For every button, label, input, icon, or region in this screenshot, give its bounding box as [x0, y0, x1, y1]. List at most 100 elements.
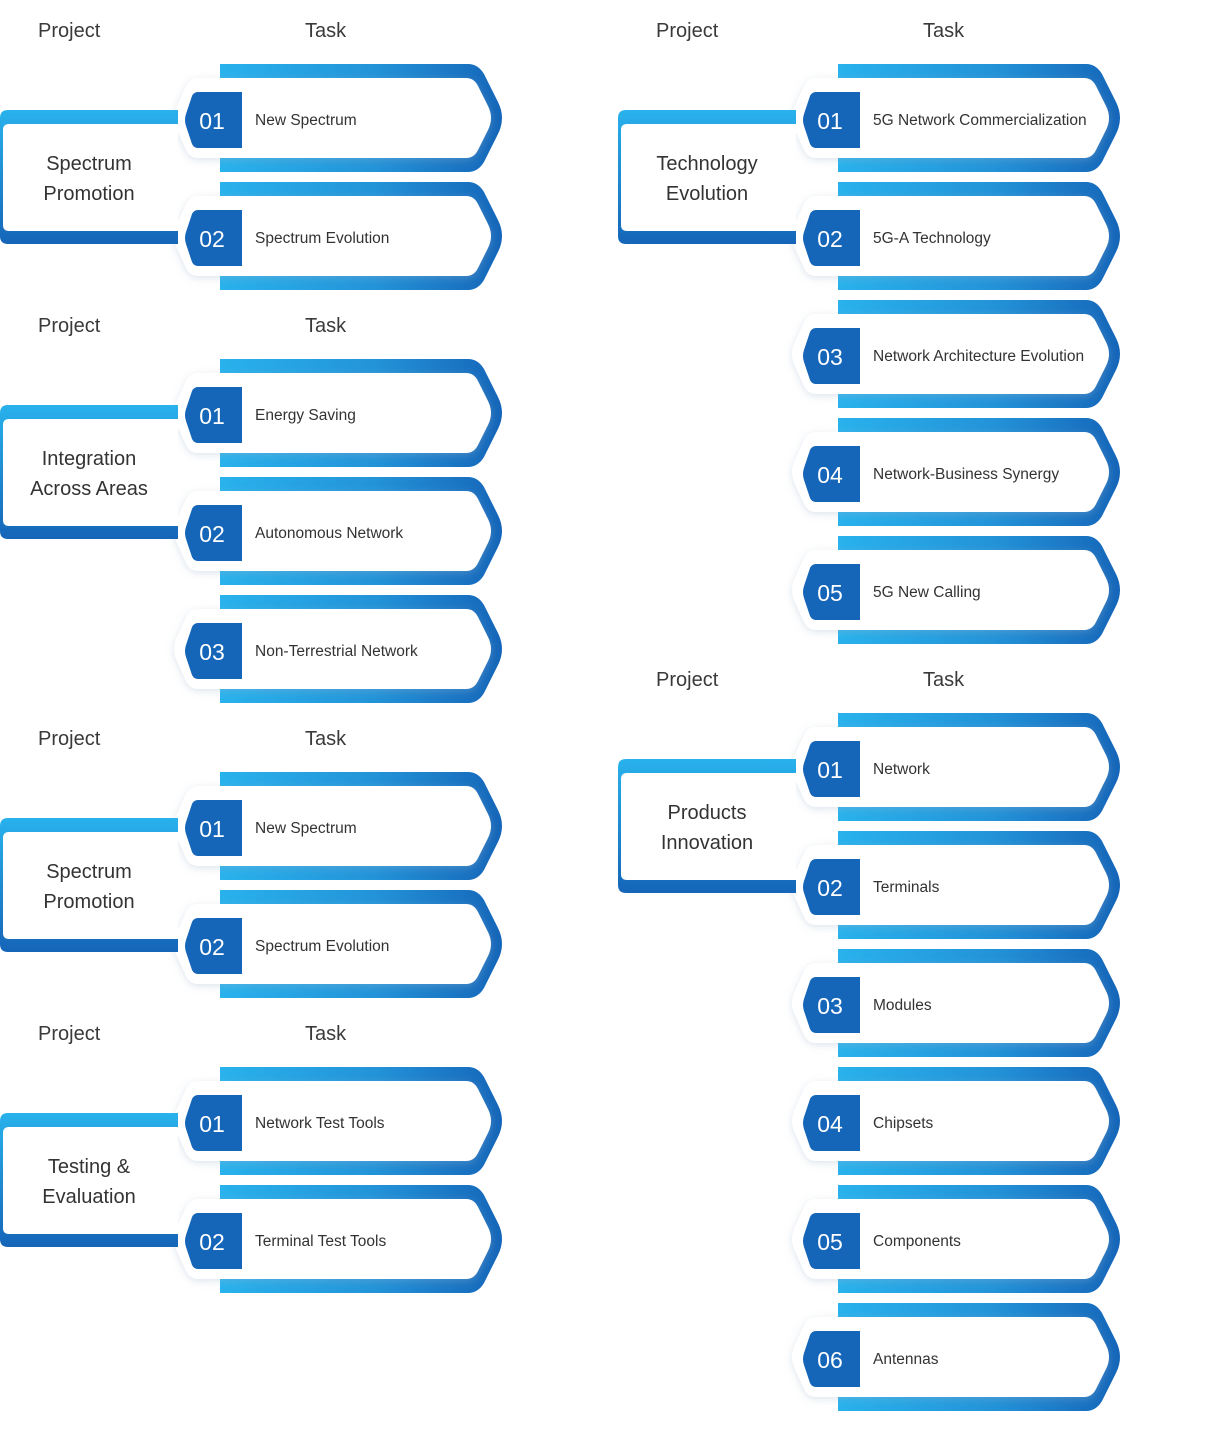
task-label: Spectrum Evolution [255, 938, 390, 955]
task-item-frame [792, 1303, 1120, 1411]
task-item-frame [792, 536, 1120, 644]
task-label: Modules [873, 997, 932, 1014]
task-label: Antennas [873, 1351, 939, 1368]
task-item-frame [792, 182, 1120, 290]
task-label: Network Architecture Evolution [873, 348, 1085, 365]
task-item[interactable]: 02 Spectrum Evolution [168, 182, 508, 290]
task-label: Network Test Tools [255, 1115, 385, 1132]
task-item[interactable]: 01 New Spectrum [168, 772, 508, 880]
task-number: 02 [199, 225, 225, 252]
task-label: Non-Terrestrial Network [255, 643, 418, 660]
project-column-header: Project [656, 20, 719, 42]
project-column-header: Project [38, 315, 101, 337]
project-column-header: Project [656, 669, 719, 691]
project-column-header: Project [38, 728, 101, 750]
project-box-frame [618, 110, 796, 244]
task-label: 5G-A Technology [873, 230, 991, 247]
task-column-header: Task [305, 315, 347, 337]
task-column-header: Task [923, 669, 965, 691]
task-item[interactable]: 04 Chipsets [786, 1067, 1126, 1175]
task-number: 01 [199, 107, 225, 134]
task-item-frame [174, 1185, 502, 1293]
task-item-frame [174, 890, 502, 998]
task-item-frame [174, 64, 502, 172]
task-item-frame [792, 418, 1120, 526]
project-box-frame [0, 818, 178, 952]
task-number: 01 [199, 815, 225, 842]
project-box-frame [0, 1113, 178, 1247]
task-item[interactable]: 02 5G-A Technology [786, 182, 1126, 290]
project-box-frame [0, 110, 178, 244]
task-item[interactable]: 02 Terminal Test Tools [168, 1185, 508, 1293]
task-label: Terminal Test Tools [255, 1233, 387, 1250]
task-label: 5G New Calling [873, 584, 981, 601]
project-label: Spectrum Promotion [43, 153, 135, 205]
task-number: 01 [817, 107, 843, 134]
task-item[interactable]: 03 Non-Terrestrial Network [168, 595, 508, 703]
task-item-frame [792, 949, 1120, 1057]
project-column-header: Project [38, 1023, 101, 1045]
task-item[interactable]: 03 Network Architecture Evolution [786, 300, 1126, 408]
task-label: Network-Business Synergy [873, 466, 1060, 483]
task-column-header: Task [305, 1023, 347, 1045]
task-number: 03 [199, 638, 225, 665]
task-item-frame [174, 477, 502, 585]
task-item[interactable]: 02 Terminals [786, 831, 1126, 939]
project-group: Project Task 01 Network 02 Terminals 03 Modules… [618, 669, 1128, 1421]
task-item-frame [174, 772, 502, 880]
project-box: Testing & Evaluation [0, 1113, 178, 1247]
project-box: Products Innovation [618, 759, 796, 893]
task-label: Terminals [873, 879, 940, 896]
task-label: Network [873, 761, 930, 778]
project-box: Spectrum Promotion [0, 110, 178, 244]
task-number: 02 [199, 520, 225, 547]
task-label: Chipsets [873, 1115, 934, 1132]
task-label: Autonomous Network [255, 525, 404, 542]
task-number: 01 [199, 402, 225, 429]
task-number: 02 [199, 1228, 225, 1255]
task-number: 02 [817, 225, 843, 252]
project-box: Spectrum Promotion [0, 818, 178, 952]
task-number: 01 [817, 756, 843, 783]
task-item[interactable]: 01 Network [786, 713, 1126, 821]
task-label: New Spectrum [255, 820, 357, 837]
task-item-frame [792, 64, 1120, 172]
project-label: Integration Across Areas [30, 448, 148, 500]
project-label: Technology Evolution [656, 153, 758, 205]
project-label: Spectrum Promotion [43, 861, 135, 913]
project-box: Technology Evolution [618, 110, 796, 244]
task-number: 04 [817, 1110, 843, 1137]
task-item[interactable]: 04 Network-Business Synergy [786, 418, 1126, 526]
task-number: 02 [817, 874, 843, 901]
task-number: 03 [817, 992, 843, 1019]
task-item[interactable]: 01 Network Test Tools [168, 1067, 508, 1175]
project-box-frame [618, 759, 796, 893]
task-number: 06 [817, 1346, 843, 1373]
project-label: Products Innovation [660, 802, 754, 854]
task-number: 03 [817, 343, 843, 370]
task-item-frame [792, 1185, 1120, 1293]
task-column-header: Task [923, 20, 965, 42]
task-item[interactable]: 03 Modules [786, 949, 1126, 1057]
task-item[interactable]: 06 Antennas [786, 1303, 1126, 1411]
task-item[interactable]: 02 Autonomous Network [168, 477, 508, 585]
project-column-header: Project [38, 20, 101, 42]
task-item-frame [792, 300, 1120, 408]
project-group: Project Task 01 5G Network Commercializatio… [618, 20, 1128, 654]
task-item[interactable]: 01 5G Network Commercialization [786, 64, 1126, 172]
task-number: 04 [817, 461, 843, 488]
project-group: Project Task 01 Network Test Tools 02 Termina… [0, 1023, 510, 1303]
task-number: 01 [199, 1110, 225, 1137]
task-label: Spectrum Evolution [255, 230, 390, 247]
project-box-frame [0, 405, 178, 539]
task-label: 5G Network Commercialization [873, 112, 1087, 129]
task-item-frame [174, 359, 502, 467]
task-item-frame [792, 831, 1120, 939]
